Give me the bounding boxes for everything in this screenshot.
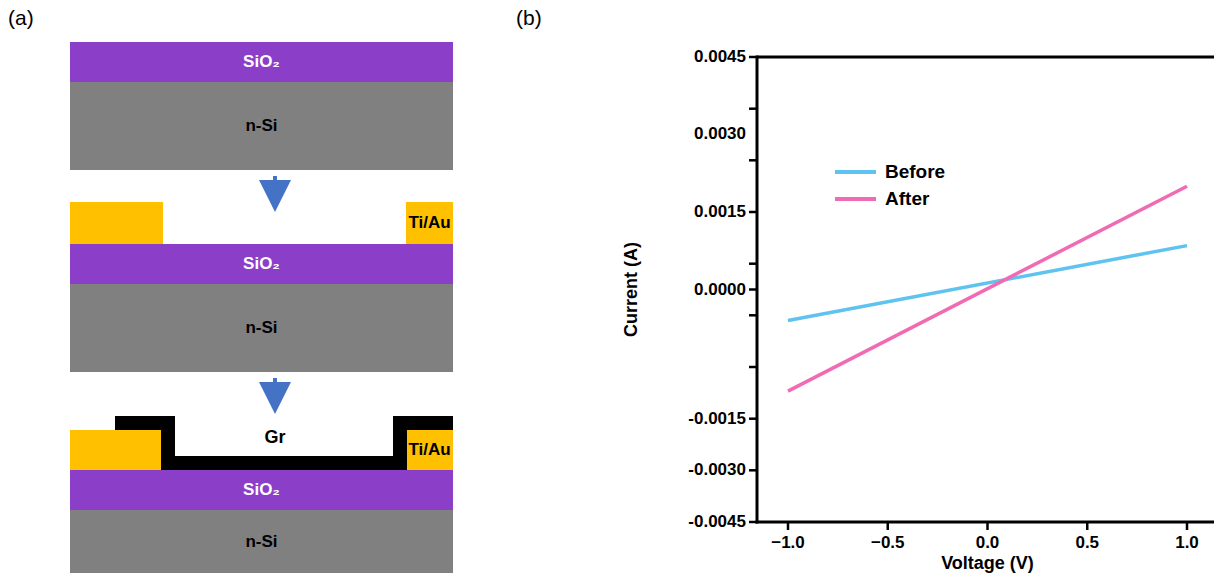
silicon-layer [70, 284, 453, 372]
electrode-block [406, 430, 453, 470]
tick-marks [749, 57, 1187, 530]
tick-label: -0.0015 [688, 409, 746, 429]
tick-label: 1.0 [1175, 533, 1199, 553]
layer-label: Ti/Au [408, 440, 450, 460]
axis-title: Voltage (V) [941, 553, 1034, 573]
sio2-layer [70, 470, 453, 510]
sio2-layer [70, 244, 453, 284]
tick-label: 0.5 [1075, 533, 1099, 553]
layer-label: Ti/Au [408, 213, 450, 233]
layer-box: SiO₂ [70, 42, 453, 82]
sio2-layer [70, 42, 453, 82]
layer-box: n-Si [70, 82, 453, 170]
silicon-layer [70, 510, 453, 573]
layer-label: SiO₂ [243, 52, 280, 72]
legend-sample [835, 170, 876, 174]
layer-label: n-Si [245, 116, 277, 136]
electrode-block [70, 202, 163, 244]
tick-label: −1.0 [771, 533, 805, 553]
layer-box: Ti/Au [406, 430, 453, 470]
axis-title: Current (A) [621, 242, 642, 337]
layer-label: n-Si [245, 318, 277, 338]
layer-label: SiO₂ [243, 480, 280, 500]
silicon-layer [70, 82, 453, 170]
panel-label: (a) [8, 6, 34, 30]
legend-text: After [885, 188, 929, 210]
tick-label: 0.0030 [694, 124, 746, 144]
layer-label: n-Si [245, 532, 277, 552]
tick-label: -0.0030 [688, 460, 746, 480]
tick-label: -0.0045 [688, 512, 746, 532]
chart-axes [756, 56, 1215, 524]
electrode-block [406, 202, 453, 244]
tick-label: 0.0000 [694, 280, 746, 300]
layer-label: SiO₂ [243, 254, 280, 274]
data-line-before [788, 246, 1187, 321]
layer-box: n-Si [70, 284, 453, 372]
tick-label: 0.0045 [694, 47, 746, 67]
tick-label: 0.0 [976, 533, 1000, 553]
data-line-after [788, 186, 1187, 391]
process-arrow [273, 176, 277, 196]
panel-label: (b) [516, 6, 542, 30]
process-arrow [273, 378, 277, 398]
layer-label: Gr [264, 427, 285, 448]
layer-box: Ti/Au [406, 202, 453, 244]
legend-sample [835, 197, 876, 201]
tick-label: 0.0015 [694, 202, 746, 222]
electrode-block [70, 430, 162, 470]
layer-box: SiO₂ [70, 470, 453, 510]
layer-box: n-Si [70, 510, 453, 573]
graphene-film [115, 423, 453, 463]
layer-box: SiO₂ [70, 244, 453, 284]
tick-label: −0.5 [871, 533, 905, 553]
legend-text: Before [885, 161, 945, 183]
